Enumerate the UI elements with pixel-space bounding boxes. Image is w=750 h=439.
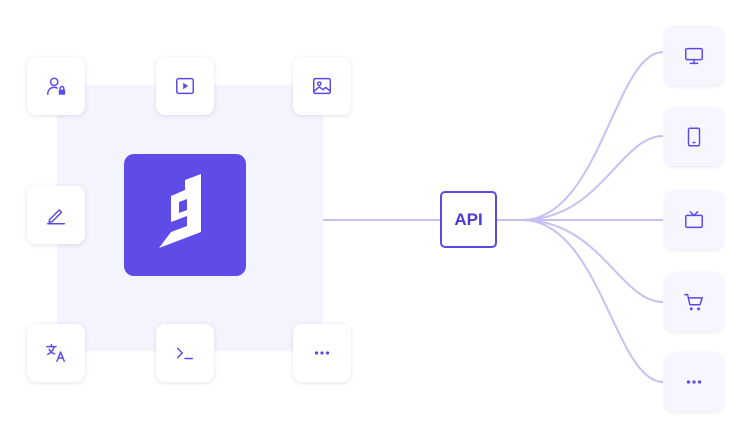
edit-tile[interactable] [27,186,85,244]
translate-tile[interactable] [27,324,85,382]
tablet-tile[interactable] [665,108,723,166]
play-icon [176,77,194,95]
desktop-icon [685,47,703,65]
more-dots-icon [686,380,702,384]
translate-icon [46,344,65,362]
user-lock-icon [47,77,66,95]
tablet-icon [687,127,701,147]
api-to-cart-line [497,219,664,303]
user-lock-tile[interactable] [27,57,85,115]
cart-icon [684,293,703,311]
image-tile[interactable] [293,57,351,115]
center-logo [124,154,246,276]
more-dots-icon [314,351,330,355]
api-to-more-line [497,219,664,383]
api-node: API [440,191,497,248]
brand-logo-icon [159,174,201,248]
terminal-icon [176,347,194,360]
tv-icon [685,211,703,229]
cart-tile[interactable] [665,273,723,331]
image-icon [313,77,331,95]
api-label: API [454,209,483,229]
api-to-desktop-line [497,51,664,221]
tv-tile[interactable] [665,191,723,249]
desktop-tile[interactable] [665,27,723,85]
pencil-icon [47,209,65,225]
more-tile[interactable] [293,324,351,382]
api-to-tablet-line [497,135,664,221]
video-tile[interactable] [156,57,214,115]
terminal-tile[interactable] [156,324,214,382]
device-more-tile[interactable] [665,353,723,411]
